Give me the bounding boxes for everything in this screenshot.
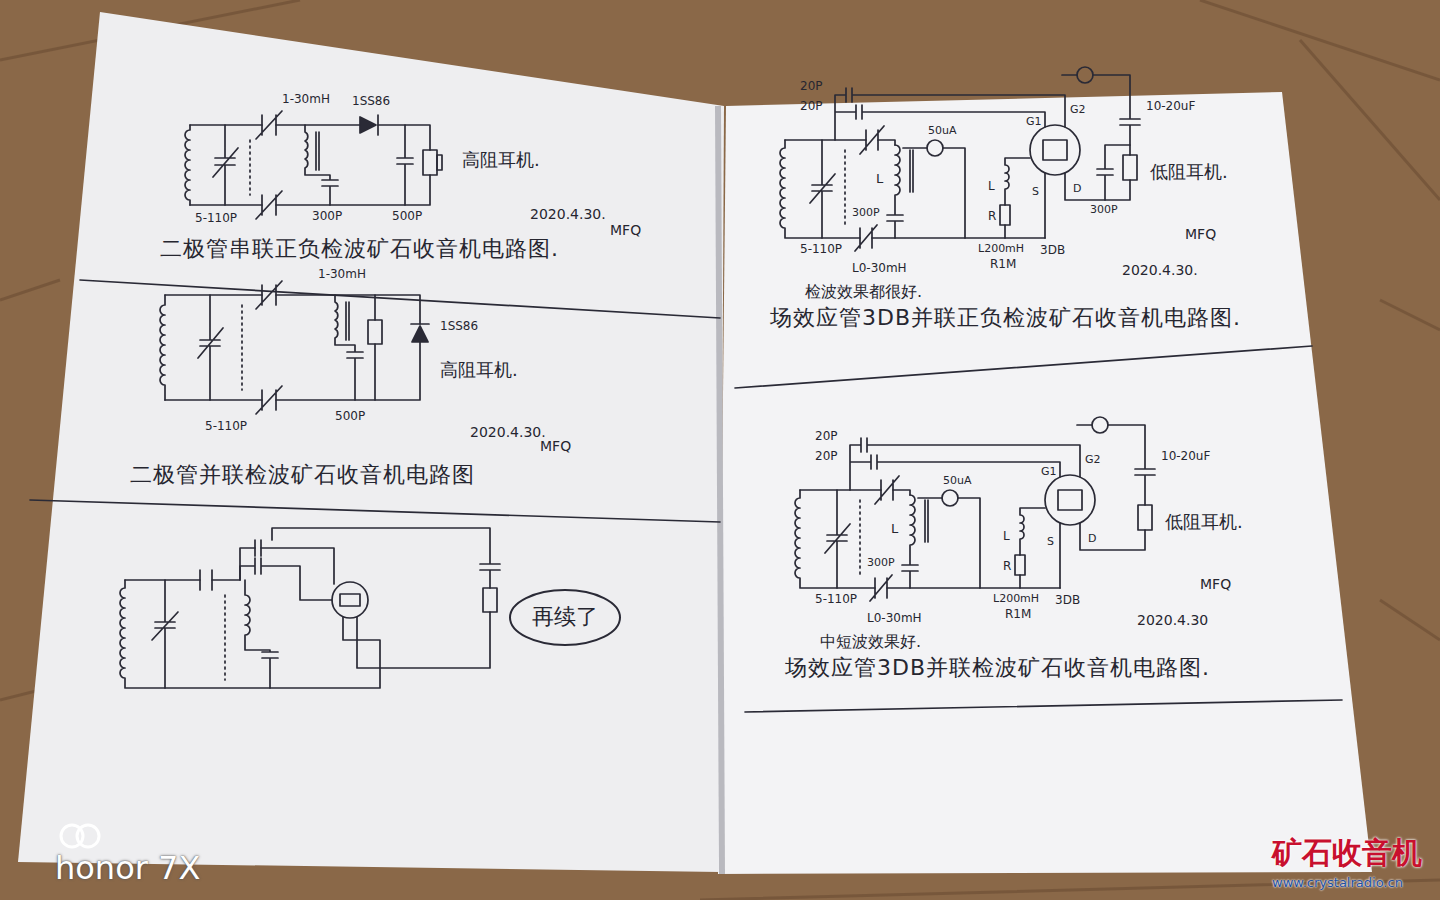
- component-value: G1: [1026, 116, 1042, 129]
- component-value: 300P: [867, 557, 895, 570]
- output-capacitor: [1097, 145, 1130, 200]
- component-value: L0-30mH: [852, 262, 907, 276]
- camera-logo: [61, 825, 99, 847]
- component-value: 1-30mH: [318, 268, 366, 282]
- caption: 二极管并联检波矿石收音机电路图: [130, 462, 475, 487]
- site-url: www.crystalradio.cn: [1272, 876, 1403, 891]
- caption: 二极管串联正负检波矿石收音机电路图.: [160, 236, 559, 261]
- component-value: L: [988, 180, 995, 194]
- component-value: G2: [1085, 454, 1101, 467]
- component-value: 300P: [1090, 204, 1118, 217]
- component-value: 20P: [815, 430, 838, 444]
- camera-watermark: honor 7X: [55, 850, 200, 887]
- caption: 场效应管3DB并联检波矿石收音机电路图.: [785, 655, 1210, 680]
- fet-circuit: [795, 417, 1155, 601]
- component-value: 500P: [392, 210, 422, 224]
- caption: 场效应管3DB并联正负检波矿石收音机电路图.: [770, 305, 1241, 330]
- handwritten-note: 检波效果都很好.: [805, 283, 922, 301]
- handwritten-note: 高阻耳机.: [462, 150, 540, 171]
- fet-circuit: [780, 67, 1140, 251]
- component-value: L: [876, 172, 883, 187]
- component-value: D: [1088, 533, 1096, 546]
- component-value: R: [1003, 560, 1011, 574]
- handwritten-note: MFQ: [540, 438, 571, 454]
- component-value: L200mH: [978, 243, 1024, 256]
- component-value: L0-30mH: [867, 612, 922, 626]
- component-value: 20P: [815, 450, 838, 464]
- component-value: 50uA: [928, 125, 957, 138]
- diode-series-circuit: [185, 111, 442, 219]
- component-value: 20P: [800, 80, 823, 94]
- component-value: S: [1047, 536, 1054, 549]
- component-value: 5-110P: [800, 243, 842, 257]
- component-value: 20P: [800, 100, 823, 114]
- component-value: 5-110P: [815, 593, 857, 607]
- handwritten-note: 2020.4.30: [1137, 612, 1208, 628]
- handwritten-note: MFQ: [1200, 576, 1231, 592]
- component-value: D: [1073, 183, 1081, 196]
- component-value: 1SS86: [440, 320, 478, 334]
- handwritten-note: 2020.4.30.: [1122, 262, 1198, 278]
- circled-note: 再续了: [508, 588, 622, 647]
- component-value: G1: [1041, 466, 1057, 479]
- component-value: L: [1003, 530, 1010, 544]
- handwritten-note: 2020.4.30.: [530, 206, 606, 222]
- handwritten-note: 高阻耳机.: [440, 360, 518, 381]
- handwritten-note: 中短波效果好.: [820, 633, 921, 651]
- divider-lines: [30, 280, 1342, 712]
- component-value: G2: [1070, 104, 1086, 117]
- handwritten-note: MFQ: [610, 222, 641, 238]
- spine-shadow: [718, 106, 722, 874]
- component-value: 3DB: [1055, 594, 1080, 608]
- component-value: 1SS86: [352, 95, 390, 109]
- component-value: 5-110P: [195, 212, 237, 226]
- component-value: 10-20uF: [1161, 450, 1210, 464]
- handwritten-note: 2020.4.30.: [470, 424, 546, 440]
- unfinished-circuit: [120, 528, 500, 688]
- component-value: L: [891, 522, 898, 537]
- component-value: 500P: [335, 410, 365, 424]
- site-watermark: 矿石收音机: [1272, 836, 1422, 871]
- component-value: R: [988, 210, 996, 224]
- component-value: 1-30mH: [282, 93, 330, 107]
- component-value: 50uA: [943, 475, 972, 488]
- component-value: 10-20uF: [1146, 100, 1195, 114]
- component-value: S: [1032, 186, 1039, 199]
- note-text: 再续了: [508, 604, 622, 630]
- component-value: 300P: [852, 207, 880, 220]
- component-value: 3DB: [1040, 244, 1065, 258]
- component-value: R1M: [1005, 608, 1031, 622]
- handwritten-note: 低阻耳机.: [1150, 162, 1228, 183]
- component-value: 300P: [312, 210, 342, 224]
- component-value: R1M: [990, 258, 1016, 272]
- diode-parallel-circuit: [160, 281, 429, 414]
- handwritten-note: 低阻耳机.: [1165, 512, 1243, 533]
- handwritten-note: MFQ: [1185, 226, 1216, 242]
- component-value: L200mH: [993, 593, 1039, 606]
- component-value: 5-110P: [205, 420, 247, 434]
- left-page: [18, 12, 724, 872]
